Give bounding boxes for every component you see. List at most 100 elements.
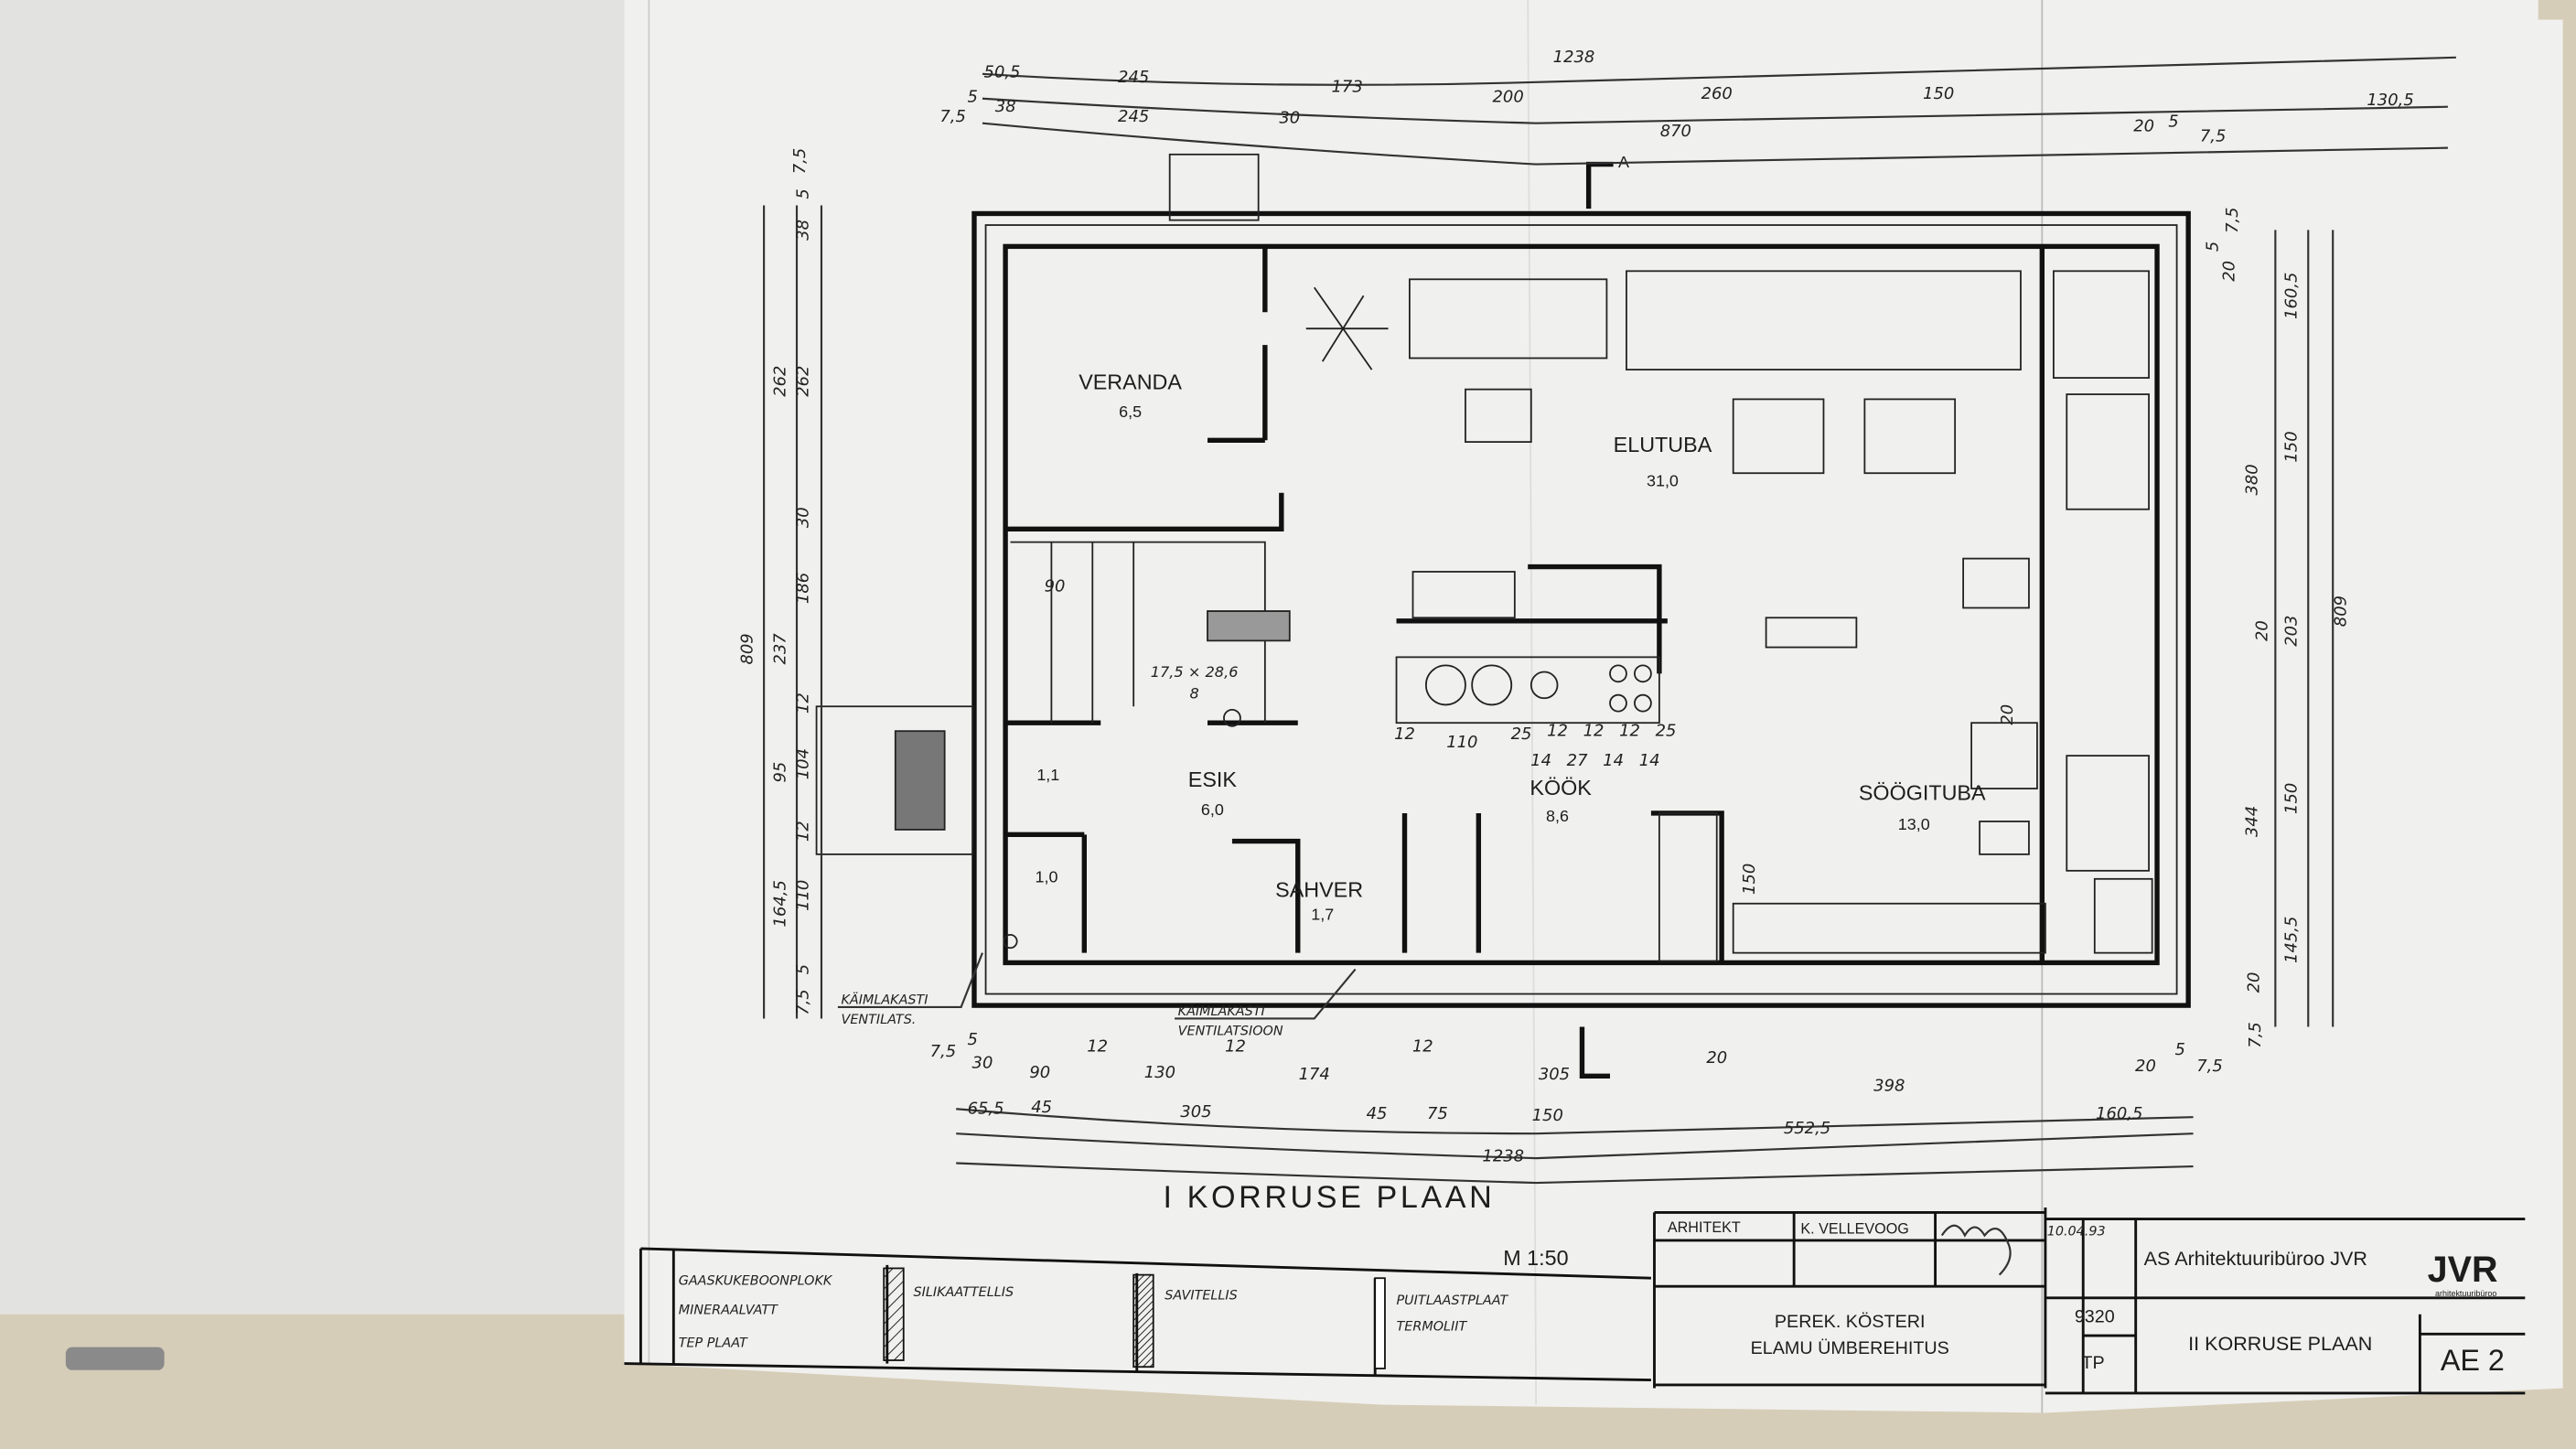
- dimension-label-top-row2: 870: [1660, 122, 1691, 141]
- legend-item-4-line1: PUITLAASTPLAAT: [1397, 1293, 1509, 1308]
- room-name-sahver: SAHVER: [1275, 878, 1363, 902]
- architect-name: K. VELLEVOOG: [1800, 1221, 1909, 1238]
- dimension-label-left-row2: 12: [794, 692, 813, 714]
- dimension-label-right-row2: 150: [2282, 431, 2302, 462]
- dimension-label-bottom-row1: 7,5: [930, 1042, 957, 1061]
- date: 10.04.93: [2047, 1225, 2106, 1240]
- dimension-label-top-total: 1238: [1553, 48, 1595, 67]
- dimension-label-right-row2: 5: [2203, 242, 2222, 252]
- legend-item-1-line1: GAASKUKEBOONPLOKK: [679, 1273, 833, 1288]
- dimension-label-kitchen: 25: [1511, 724, 1532, 744]
- underlying-page: [0, 0, 649, 1315]
- dimension-label-left-row1: 237: [770, 633, 789, 665]
- dimension-label-bottom-total: 1238: [1482, 1147, 1524, 1166]
- dimension-label-bottom-row1: 7,5: [2196, 1057, 2223, 1076]
- dimension-label-bottom-row2: 45: [1031, 1098, 1052, 1117]
- dimension-label-top-row2: 245: [1118, 107, 1149, 126]
- stair-size: 17,5 × 28,6: [1151, 663, 1239, 681]
- dimension-label-kitchen: 14: [1639, 751, 1660, 770]
- dimension-label-top-row1: 130,5: [2367, 91, 2413, 110]
- project-number: 9320: [2075, 1307, 2115, 1327]
- material-legend: GAASKUKEBOONPLOKK MINERAALVATT TEP PLAAT…: [624, 1247, 1651, 1382]
- dimension-label-top-row2: 30: [1279, 109, 1300, 128]
- sheet-number: AE 2: [2441, 1344, 2505, 1377]
- ventilation-note-1: KÄIMLAKASTI VENTILATS.: [837, 952, 983, 1027]
- dimension-label-left-row2: 30: [794, 507, 813, 528]
- dimension-label-kitchen: 27: [1567, 751, 1588, 770]
- legend-item-4-line2: TERMOLIIT: [1397, 1320, 1468, 1335]
- dimension-label-kitchen: 12: [1547, 722, 1568, 741]
- dimension-label-bottom-row1: 20: [2135, 1057, 2156, 1076]
- drawing-scale: M 1:50: [1503, 1246, 1568, 1270]
- interior-walls: [1005, 246, 2045, 963]
- dimension-label-kitchen: 12: [1583, 722, 1605, 741]
- project-stage: TP: [2081, 1353, 2104, 1373]
- dimension-label-bottom-row2: 65,5: [968, 1100, 1004, 1119]
- room-area-elutuba: 31,0: [1647, 472, 1679, 490]
- dimension-label-bottom-row2: 305: [1180, 1102, 1211, 1122]
- dimension-label-top-row1: 260: [1701, 84, 1733, 103]
- dimension-label-top-row1: 200: [1493, 87, 1524, 106]
- dimension-label-bottom-row1: 12: [1412, 1036, 1433, 1056]
- dimension-lines: [763, 56, 2456, 1185]
- room-area-wc1: 1,1: [1036, 766, 1059, 784]
- dimension-label-right-row2: 20: [2219, 261, 2238, 282]
- dimension-label-top-row1: 50,5: [984, 62, 1021, 81]
- dimension-label-left-row2: 262: [794, 366, 813, 397]
- stair-steps: 8: [1189, 684, 1198, 702]
- dimension-label-bottom-row1: 5: [2174, 1040, 2184, 1059]
- dimension-label-bottom-row1: 398: [1873, 1076, 1905, 1095]
- room-area-kook: 8,6: [1546, 807, 1569, 825]
- dimension-label-bottom-row2: 75: [1427, 1104, 1448, 1123]
- page-fold: [1527, 0, 1538, 1405]
- dimension-label-bottom-row1: 90: [1029, 1063, 1050, 1082]
- architect-label: ARHITEKT: [1668, 1219, 1741, 1236]
- dimension-label-left-row2: 104: [794, 748, 813, 779]
- dimension-label-bottom-row2: 552,5: [1784, 1119, 1830, 1138]
- dimension-label-bottom-row1: 5: [967, 1030, 977, 1049]
- drawing-title: I KORRUSE PLAAN: [1164, 1180, 1496, 1215]
- company-name: AS Arhitektuuribüroo JVR: [2144, 1247, 2367, 1270]
- dimension-label-bottom-row2: 150: [1532, 1106, 1563, 1125]
- dimension-label-top-row1: 173: [1332, 78, 1363, 97]
- room-name-soogituba: SÖÖGITUBA: [1859, 781, 1986, 805]
- dimension-label-bottom-row1: 130: [1144, 1063, 1175, 1082]
- dimension-label-bottom-row1: 305: [1539, 1065, 1570, 1084]
- dimension-label-top-row2: 5: [967, 87, 977, 106]
- dimension-label-left-row2: 110: [794, 880, 813, 911]
- dimension-label-top-row1: 245: [1118, 68, 1149, 87]
- dimension-label-right-row2: 203: [2282, 616, 2302, 647]
- room-area-sahver: 1,7: [1311, 906, 1334, 924]
- project-line-2: ELAMU ÜMBEREHITUS: [1751, 1338, 1949, 1358]
- furniture-outlines: [815, 153, 2153, 962]
- dimension-label-left-row2: 12: [794, 821, 813, 842]
- svg-text:VENTILATSIOON: VENTILATSIOON: [1178, 1024, 1283, 1038]
- outer-walls: [971, 210, 2191, 1008]
- dimension-label-bottom-row1: 12: [1087, 1036, 1108, 1056]
- binder-clip: [65, 1347, 165, 1370]
- dimension-label-left-row2: 5: [794, 188, 813, 199]
- svg-text:KÄIMLAKASTI: KÄIMLAKASTI: [842, 991, 928, 1007]
- room-name-elutuba: ELUTUBA: [1614, 433, 1712, 456]
- dimension-label-right-row2: 20: [2252, 620, 2271, 641]
- dimension-label-left-row2: 5: [794, 964, 813, 974]
- legend-item-1-line3: TEP PLAAT: [679, 1336, 748, 1351]
- dimension-label-bottom-row1: 30: [972, 1053, 993, 1072]
- dimension-label-bottom-row1: 20: [1706, 1048, 1727, 1068]
- stair-width: 90: [1045, 577, 1066, 596]
- dimension-label-right-row2: 160,5: [2282, 273, 2302, 319]
- dimension-label-kitchen: 14: [1603, 751, 1624, 770]
- room-name-veranda: VERANDA: [1079, 370, 1182, 394]
- dimension-label-bottom-row2: 160,5: [2096, 1104, 2142, 1123]
- sheet-title: II KORRUSE PLAAN: [2188, 1332, 2372, 1355]
- svg-text:VENTILATS.: VENTILATS.: [842, 1013, 917, 1027]
- room-area-veranda: 6,5: [1119, 402, 1142, 421]
- dimension-labels: 1238 50,5 245 173 200 260 150 130,5 7,5 5 38 245 30 8…: [738, 48, 2414, 1165]
- legend-item-3: SAVITELLIS: [1165, 1289, 1237, 1304]
- dimension-label-kitchen: 12: [1394, 724, 1415, 744]
- dimension-label-top-row2: 38: [995, 97, 1016, 116]
- room-labels: VERANDA 6,5 ELUTUBA 31,0 ESIK 6,0 KÖÖK 8…: [1036, 370, 1986, 924]
- dimension-label-top-row2: 5: [2168, 112, 2178, 131]
